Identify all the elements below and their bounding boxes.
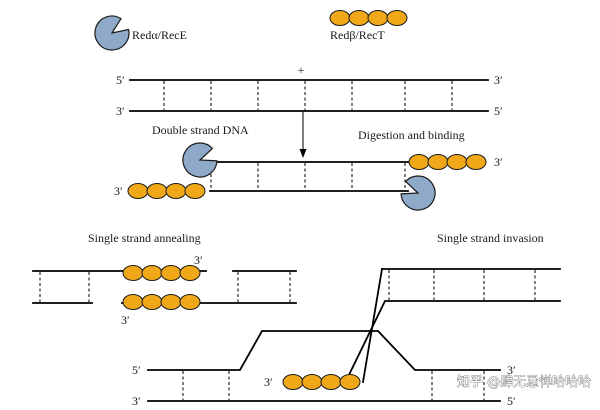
end-label-3prime: 3′ — [264, 375, 273, 389]
end-label-3prime: 3′ — [494, 155, 503, 169]
end-label-3prime: 3′ — [132, 394, 141, 408]
target-top-strand — [147, 330, 501, 371]
legend-exonuclease: Redα/RecE — [94, 15, 187, 51]
double-strand-label: Double strand DNA — [152, 123, 249, 137]
end-label-3prime: 3′ — [507, 363, 516, 377]
digestion-label: Digestion and binding — [358, 128, 465, 142]
end-label-3prime: 3′ — [494, 73, 503, 87]
annealing-protein-chain — [122, 265, 201, 281]
end-label-3prime: 3′ — [121, 313, 130, 327]
exonuclease-icon — [182, 142, 218, 178]
end-label-5prime: 5′ — [132, 363, 141, 377]
annealing-protein-chain — [408, 154, 487, 170]
annealing-protein-chain — [122, 294, 201, 310]
end-label-3prime: 3′ — [116, 104, 125, 118]
end-label-5prime: 5′ — [116, 73, 125, 87]
invasion-label: Single strand invasion — [437, 231, 544, 245]
base-pair-bonds — [210, 163, 406, 190]
end-label-3prime: 3′ — [194, 253, 203, 267]
watermark: 知乎 @肆无忌惮哈哈哈 — [457, 374, 591, 390]
annealing-protein-chain — [282, 374, 361, 390]
end-label-3prime: 3′ — [114, 184, 123, 198]
exonuclease-icon — [94, 15, 130, 51]
legend-annealing-protein: Redβ/RecT — [329, 10, 408, 42]
annealing-protein-chain — [127, 183, 206, 199]
annealing-protein-icon — [329, 10, 408, 26]
annealing-label: Single strand annealing — [88, 231, 201, 245]
end-label-5prime: 5′ — [507, 394, 516, 408]
invading-strand — [343, 300, 561, 385]
digestion-binding: Digestion and binding 3′ 3′ — [114, 128, 503, 211]
annealing-protein-label: Redβ/RecT — [330, 28, 385, 42]
plus-sign: + — [298, 63, 305, 77]
end-label-5prime: 5′ — [494, 104, 503, 118]
single-strand-invasion: Single strand invasion 5′ 3′ 3′ 5′ 3′ — [132, 231, 561, 408]
base-pair-bonds — [163, 81, 453, 110]
donor-strand-bend — [361, 267, 384, 384]
exonuclease-icon — [400, 175, 436, 211]
single-strand-annealing: Single strand annealing 3′ 3′ — [32, 231, 297, 327]
arrow-down — [299, 112, 307, 158]
double-strand-dna: + 5′ 3′ 3′ 5′ Double strand DNA — [116, 63, 503, 137]
exonuclease-label: Redα/RecE — [132, 28, 187, 42]
